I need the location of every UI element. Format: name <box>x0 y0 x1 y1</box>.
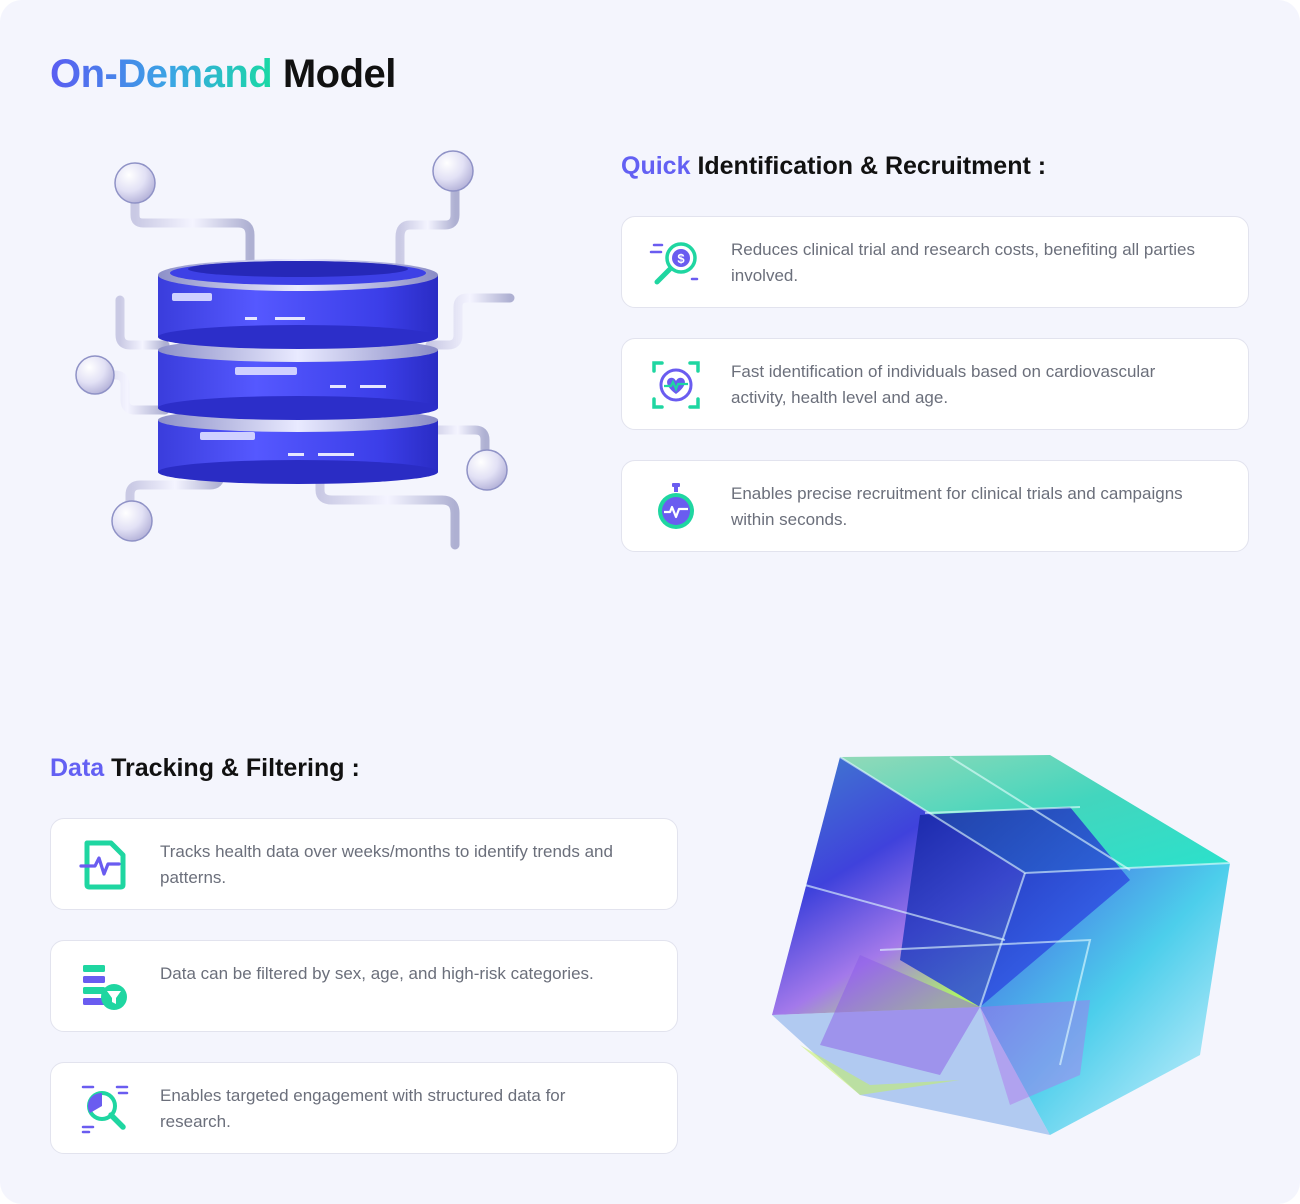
quick-card-cost-text: Reduces clinical trial and research cost… <box>731 240 1195 285</box>
stopwatch-pulse-icon <box>648 479 704 535</box>
data-heading-accent: Data <box>50 754 105 782</box>
quick-card-recruit: Enables precise recruitment for clinical… <box>621 460 1249 552</box>
data-card-tracking: Tracks health data over weeks/months to … <box>50 818 678 910</box>
database-illustration <box>75 150 515 550</box>
quick-card-cost: $ Reduces clinical trial and research co… <box>621 216 1249 308</box>
svg-text:$: $ <box>677 251 685 266</box>
data-card-tracking-text: Tracks health data over weeks/months to … <box>160 842 613 887</box>
data-card-engagement-text: Enables targeted engagement with structu… <box>160 1086 566 1131</box>
glass-cube-illustration <box>772 755 1231 1135</box>
health-document-icon <box>77 837 133 893</box>
heart-scan-icon <box>648 357 704 413</box>
page-title-accent: On-Demand <box>50 52 273 96</box>
quick-section-heading: Quick Identification & Recruitment : <box>621 152 1046 181</box>
cost-search-icon: $ <box>648 235 704 291</box>
data-section-heading: Data Tracking & Filtering : <box>50 754 360 783</box>
data-filter-icon <box>77 959 133 1015</box>
data-card-filter-text: Data can be filtered by sex, age, and hi… <box>160 964 594 983</box>
quick-card-cardio-text: Fast identification of individuals based… <box>731 362 1156 407</box>
data-card-engagement: Enables targeted engagement with structu… <box>50 1062 678 1154</box>
page-title-rest: Model <box>282 52 397 96</box>
quick-card-cardio: Fast identification of individuals based… <box>621 338 1249 430</box>
data-card-filter: Data can be filtered by sex, age, and hi… <box>50 940 678 1032</box>
quick-card-recruit-text: Enables precise recruitment for clinical… <box>731 484 1183 529</box>
data-search-icon <box>77 1081 133 1137</box>
quick-heading-accent: Quick <box>621 152 691 180</box>
page-title: On-Demand Model <box>50 52 396 97</box>
quick-heading-rest: Identification & Recruitment : <box>697 152 1047 180</box>
data-heading-rest: Tracking & Filtering : <box>111 754 360 782</box>
